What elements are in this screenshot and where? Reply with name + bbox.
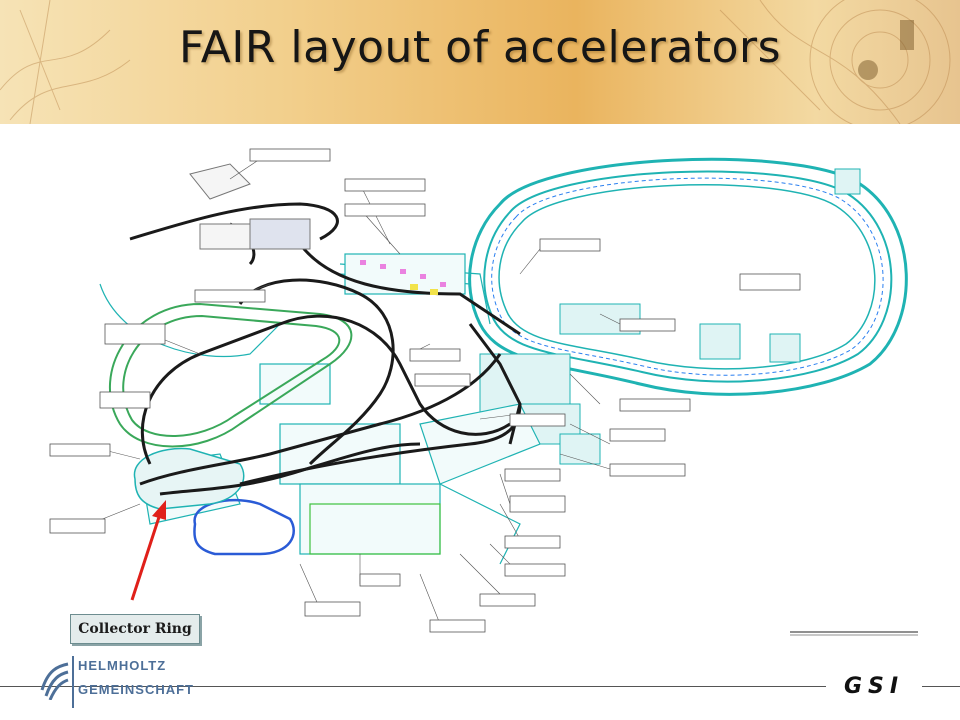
collector-ring-arrow — [130, 500, 166, 601]
page-title: FAIR layout of accelerators — [178, 22, 782, 73]
footer-rule — [0, 686, 960, 687]
collector-ring-callout: Collector Ring — [70, 614, 200, 644]
racetrack-ring — [109, 302, 353, 448]
ring-buildings — [479, 168, 861, 465]
helmholtz-subtitle: GEMEINSCHAFT — [78, 682, 194, 697]
helmholtz-logo: HELMHOLTZ GEMEINSCHAFT — [40, 656, 210, 712]
target-area-markers — [360, 260, 446, 287]
green-building — [309, 503, 441, 555]
existing-facility — [189, 163, 311, 250]
yellow-markers — [410, 284, 438, 295]
helmholtz-wave-icon — [40, 662, 69, 700]
header-decoration — [0, 0, 951, 124]
sis100-ring — [468, 157, 908, 396]
helmholtz-name: HELMHOLTZ — [78, 658, 167, 673]
helmholtz-divider — [72, 656, 74, 708]
drawing-stamp — [790, 631, 918, 636]
slide-header: FAIR layout of accelerators — [0, 0, 960, 124]
gsi-logo: GSI — [826, 676, 922, 698]
label-boxes — [49, 148, 801, 633]
accelerator-layout-diagram — [49, 148, 908, 633]
